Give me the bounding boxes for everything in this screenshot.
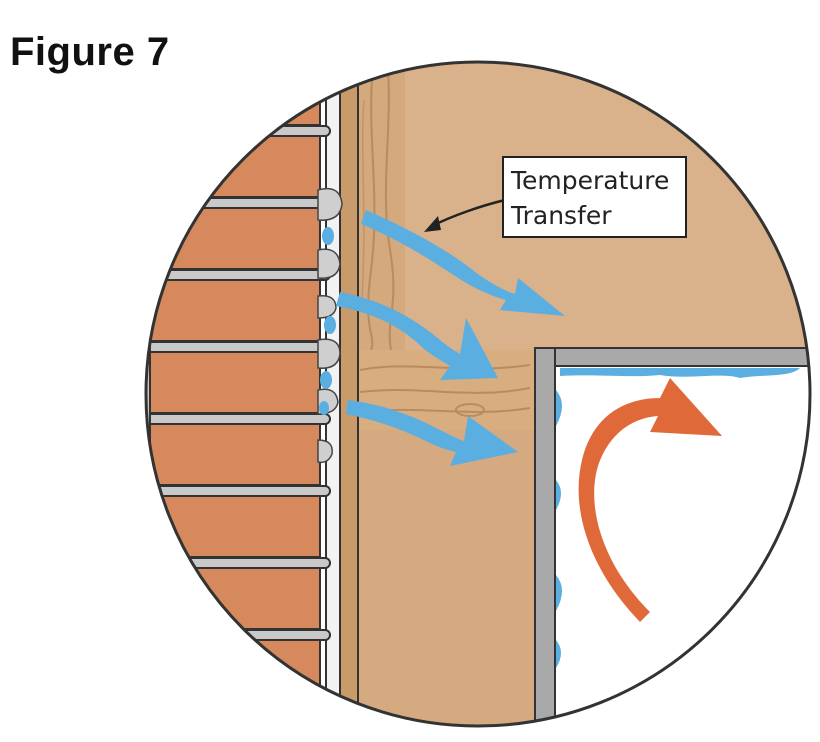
- heat-arrow-1: [361, 210, 565, 316]
- mortar-droppings: [317, 187, 343, 464]
- wall-drywall: [534, 347, 556, 726]
- detail-circle-outline: [144, 60, 812, 728]
- callout-line-1: Temperature: [510, 166, 669, 195]
- ceiling-drywall: [534, 347, 810, 367]
- moisture-spots: [319, 227, 336, 415]
- heat-arrow-3: [346, 400, 518, 466]
- ceiling-condensation: [560, 368, 800, 378]
- heat-arrow-2: [336, 292, 498, 380]
- heat-transfer-arrows: [336, 210, 565, 466]
- callout-pointer-arrow: [424, 198, 506, 232]
- temperature-transfer-callout: Temperature Transfer: [502, 156, 687, 238]
- lower-wood-framing: [355, 430, 535, 726]
- callout-box: [502, 156, 687, 238]
- callout-line-2: Transfer: [510, 201, 612, 230]
- figure-title: Figure 7: [10, 30, 170, 74]
- wall-condensation-droplets: [556, 390, 562, 668]
